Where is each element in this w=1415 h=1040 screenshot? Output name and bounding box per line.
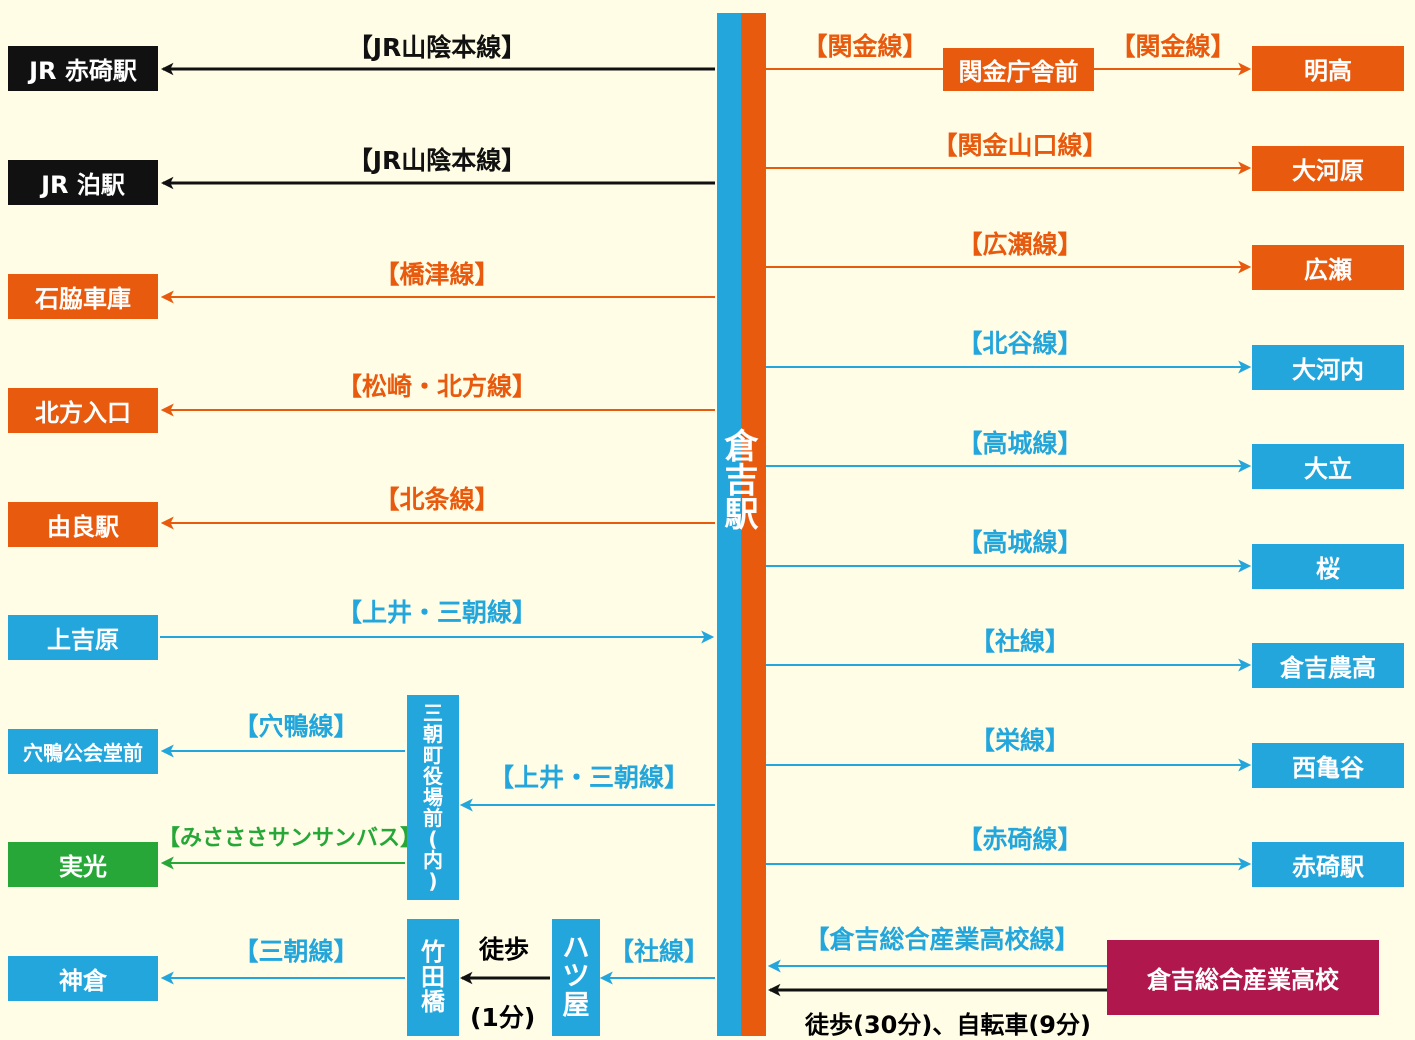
dest-akasaki-station[interactable]: 赤碕駅 xyxy=(1252,842,1404,887)
label-jr-sanin-2: 【JR山陰本線】 xyxy=(347,146,527,175)
label-school-line: 【倉吉総合産業高校線】 xyxy=(804,925,1080,954)
hatsuya-char: ツ xyxy=(562,961,590,993)
transfer-takedabashi[interactable]: 竹田橋 xyxy=(407,919,459,1036)
hatsuya-char: 屋 xyxy=(562,989,590,1021)
walk-time: (1分) xyxy=(470,1003,536,1032)
misasa-town-office-char: 三 xyxy=(423,701,443,725)
dest-jikko[interactable]: 実光 xyxy=(8,842,158,887)
misasa-town-office-char: 朝 xyxy=(423,722,443,746)
misasa-town-office-char: 場 xyxy=(423,785,443,809)
hub-station-char: 駅 xyxy=(724,495,759,535)
school-access-note: 徒歩(30分)、自転車(9分) xyxy=(805,1011,1091,1039)
hub-bar-blue xyxy=(717,13,741,1036)
label-sanson-bus: 【みさささサンサンバス】 xyxy=(157,826,423,851)
takedabashi-char: 竹 xyxy=(421,937,445,966)
misasa-town-office-char: 役 xyxy=(423,764,443,788)
dest-sakura[interactable]: 桜 xyxy=(1252,544,1404,589)
misasa-town-office-char: ) xyxy=(428,869,438,893)
misasa-town-office-char: ( xyxy=(428,827,438,851)
label-sekigane-yamaguchi: 【関金山口線】 xyxy=(932,131,1108,160)
misasa-town-office-char: 町 xyxy=(423,743,443,767)
dest-yura-station[interactable]: 由良駅 xyxy=(8,502,158,547)
hub-bar-orange xyxy=(741,13,766,1036)
hub-station-char: 倉 xyxy=(724,427,759,467)
label-jr-sanin-1: 【JR山陰本線】 xyxy=(347,33,527,62)
dest-okawara[interactable]: 大河原 xyxy=(1252,146,1404,191)
hub-station-char: 吉 xyxy=(724,461,759,501)
takedabashi-char: 橋 xyxy=(421,988,445,1017)
dest-jr-akasaki[interactable]: JR 赤碕駅 xyxy=(8,46,158,91)
label-misasa-line: 【三朝線】 xyxy=(233,937,359,966)
dest-nishikamedani[interactable]: 西亀谷 xyxy=(1252,743,1404,788)
label-yashiro-left: 【社線】 xyxy=(608,937,710,966)
dest-hoppo-iriguchi[interactable]: 北方入口 xyxy=(8,388,158,433)
dest-kamiyoshihara[interactable]: 上吉原 xyxy=(8,615,158,660)
label-takagi-1: 【高城線】 xyxy=(957,429,1083,458)
label-sekigane-1: 【関金線】 xyxy=(802,32,928,61)
label-sakae: 【栄線】 xyxy=(969,726,1071,755)
walk-label: 徒歩 xyxy=(479,935,530,964)
stop-sekigane-chosha-mae[interactable]: 関金庁舎前 xyxy=(943,48,1094,91)
dest-kurayoshi-nokou[interactable]: 倉吉農高 xyxy=(1252,643,1404,688)
label-kitadani: 【北谷線】 xyxy=(957,329,1083,358)
label-agei-misasa-1: 【上井・三朝線】 xyxy=(336,598,538,627)
dest-odachi[interactable]: 大立 xyxy=(1252,444,1404,489)
label-hojo: 【北条線】 xyxy=(374,485,500,514)
label-matsuzaki-hoppo: 【松崎・北方線】 xyxy=(336,372,538,401)
misasa-town-office-char: 内 xyxy=(423,848,443,872)
dest-kurayoshi-sogo-sangyo[interactable]: 倉吉総合産業高校 xyxy=(1107,940,1379,1015)
label-takagi-2: 【高城線】 xyxy=(957,528,1083,557)
transfer-misasa-town-office[interactable]: 三朝町役場前(内) xyxy=(407,695,459,900)
label-hashizu: 【橋津線】 xyxy=(374,260,500,289)
label-agamo: 【穴鴨線】 xyxy=(233,712,359,741)
label-misasa-town: 【上井・三朝線】 xyxy=(488,763,690,792)
dest-kanokura[interactable]: 神倉 xyxy=(8,956,158,1001)
label-hirose: 【広瀬線】 xyxy=(957,230,1083,259)
label-akasaki: 【赤碕線】 xyxy=(957,825,1083,854)
dest-agamo-kokaido[interactable]: 穴鴨公会堂前 xyxy=(8,729,158,774)
transfer-hatsuya[interactable]: ハツ屋 xyxy=(552,919,600,1036)
label-sekigane-2: 【関金線】 xyxy=(1110,32,1236,61)
takedabashi-char: 田 xyxy=(421,962,445,991)
hub-station-label: 倉吉駅 xyxy=(717,430,766,532)
dest-jr-tomari[interactable]: JR 泊駅 xyxy=(8,160,158,205)
dest-hirose[interactable]: 広瀬 xyxy=(1252,245,1404,290)
label-yashiro-right: 【社線】 xyxy=(969,627,1071,656)
dest-meiko[interactable]: 明高 xyxy=(1252,46,1404,91)
hatsuya-char: ハ xyxy=(562,932,590,964)
dest-okochi[interactable]: 大河内 xyxy=(1252,345,1404,390)
dest-ishiwaki-shako[interactable]: 石脇車庫 xyxy=(8,274,158,319)
misasa-town-office-char: 前 xyxy=(423,806,443,830)
